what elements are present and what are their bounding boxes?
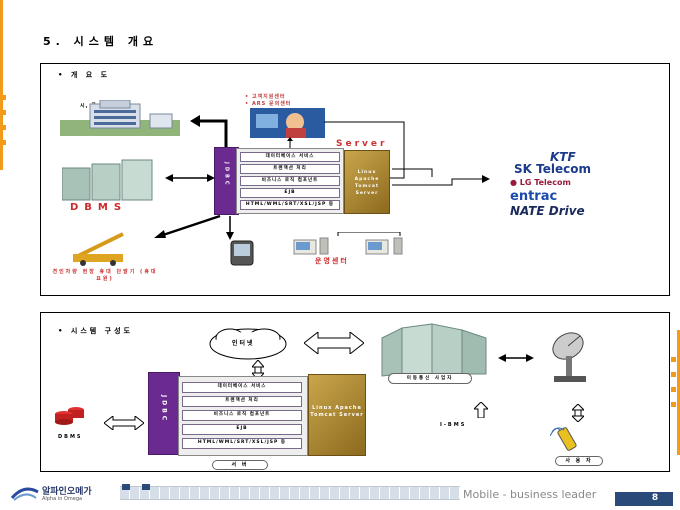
footer-grid-bar <box>120 486 460 500</box>
stack-row: 트랜잭션 처리 <box>182 396 302 407</box>
database-cylinders-icon <box>55 407 84 425</box>
tow-truck-icon <box>73 232 124 266</box>
carrier-connector-icon <box>392 168 490 186</box>
page-title: 5. 시스템 개요 <box>43 35 159 48</box>
vehicle-label: 견인차량 현장 휴대 단말기 (휴대요원) <box>52 269 158 282</box>
dbms-label: DBMS <box>58 434 83 440</box>
satellite-dish-icon <box>552 332 586 382</box>
accent-square <box>671 372 676 377</box>
dbms-label: DBMS <box>70 202 128 213</box>
right-accent-bar <box>677 330 680 455</box>
arrow-updown-icon <box>572 404 584 422</box>
company-logo-icon <box>10 487 39 501</box>
stack-row: HTML/WML/SRT/XSL/JSP 등 <box>182 438 302 449</box>
stack-row: 데이터베이스 서비스 <box>240 152 340 162</box>
apache-tomcat-block: Linux Apache Tomcat Server <box>344 150 390 214</box>
carriers-list: KTF SK Telecom ● LG Telecom entrac NATE … <box>510 150 640 218</box>
accent-square <box>1 95 6 100</box>
stack-row: EJB <box>182 424 302 435</box>
stack-row: 데이터베이스 서비스 <box>182 382 302 393</box>
arrow-dbms-icon <box>165 174 215 182</box>
call-center-label: • 고객지원센터 • ARS 문의센터 <box>245 94 292 107</box>
accent-square <box>1 140 6 145</box>
company-sub: Alpha in Omega <box>42 496 83 502</box>
stack-row: EJB <box>240 188 340 198</box>
mobile-carrier-pill: 이동통신 사업자 <box>388 373 472 384</box>
footer: 알파인오메가 Alpha in Omega Mobile - business … <box>0 478 680 510</box>
connector-line-icon <box>324 121 405 179</box>
small-double-arrow-icon <box>498 354 534 362</box>
stack-row: 비즈니스 로직 컴포넌트 <box>182 410 302 421</box>
accent-square <box>671 357 676 362</box>
tagline: Mobile - business leader <box>463 488 597 501</box>
accent-square <box>671 387 676 392</box>
footer-grid-square <box>122 484 130 490</box>
accent-square <box>1 125 6 130</box>
double-arrow-icon <box>304 332 364 354</box>
server-label: Server <box>336 139 388 149</box>
jdbc-block: JDBC <box>148 372 180 455</box>
overview-heading: • 개 요 도 <box>58 71 111 79</box>
internet-cloud-icon <box>209 328 287 360</box>
footer-grid-square <box>142 484 150 490</box>
page-number: 8 <box>645 492 665 506</box>
stack-row: 비즈니스 로직 컴포넌트 <box>240 176 340 186</box>
stack-row: 트랜잭션 처리 <box>240 164 340 174</box>
internet-label: 인터넷 <box>232 340 255 347</box>
apache-tomcat-block: Linux Apache Tomcat Server <box>308 374 366 456</box>
arrow-up-icon <box>474 402 488 418</box>
data-center-icon <box>381 323 487 377</box>
accent-square <box>671 402 676 407</box>
call-center-agent-icon <box>250 108 325 138</box>
ktf-logo: KTF <box>550 150 576 164</box>
company-name: 알파인오메가 <box>42 487 92 497</box>
down-connector-icon <box>154 214 234 240</box>
entrac-logo: entrac <box>510 189 558 204</box>
mobile-phone-icon <box>550 427 577 451</box>
architecture-heading: • 시스템 구성도 <box>58 327 133 335</box>
ops-center-label: 운영센터 <box>315 257 349 265</box>
stack-row: HTML/WML/SRT/XSL/JSP 등 <box>240 200 340 210</box>
ops-center-icon <box>293 232 403 255</box>
left-accent-bar <box>0 0 3 170</box>
accent-square <box>1 110 6 115</box>
sk-telecom-logo: SK Telecom <box>514 162 591 176</box>
double-arrow-icon <box>104 416 144 430</box>
ibms-label: I-BMS <box>440 422 467 428</box>
handheld-device-icon <box>230 240 254 266</box>
city-hall-building-icon <box>60 100 180 136</box>
dbms-towers-icon <box>62 159 153 201</box>
lg-telecom-logo: ● LG Telecom <box>510 178 571 187</box>
server-pill: 서 버 <box>212 460 268 470</box>
nate-drive-logo: NATE Drive <box>510 204 585 218</box>
user-pill: 사 용 자 <box>555 456 603 466</box>
